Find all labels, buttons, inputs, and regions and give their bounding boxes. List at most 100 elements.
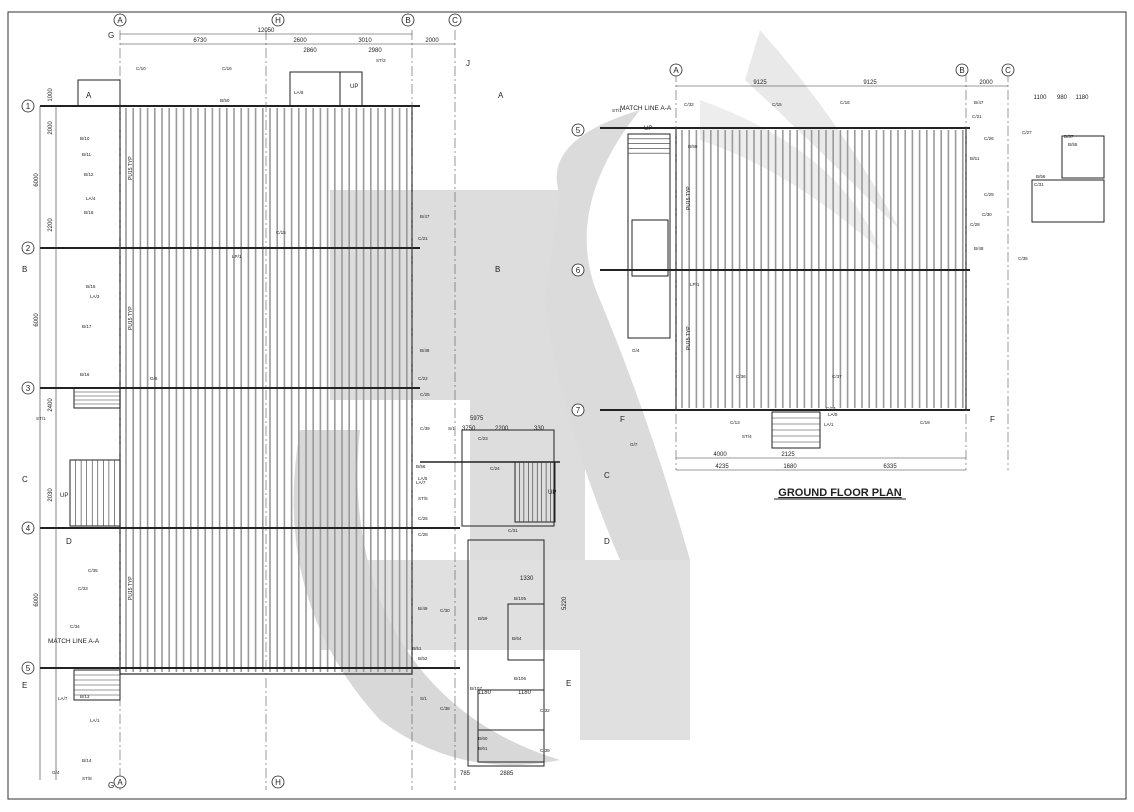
bottom-label-10: B/61 [478, 746, 488, 751]
typical-note-2: PU15 TYP [128, 306, 134, 330]
bottom-dim-1: 5975 [470, 416, 484, 422]
right-label-24: ST/4 [742, 434, 752, 439]
bottom-up-label: UP [548, 490, 556, 496]
bottom-stair-treads [519, 462, 551, 522]
section-mark-a-right: A [498, 91, 504, 100]
section-mark-j: J [466, 59, 470, 68]
grid-bubble-top-b: B [401, 13, 415, 27]
left-vdim-3: 6000 [34, 173, 40, 187]
right-bubble-row-6: 6 [571, 263, 585, 277]
right-typical-note-1: PU15 TYP [686, 186, 692, 210]
grid-bubble-row-4: 4 [21, 521, 35, 535]
left-vdim-4: 2200 [48, 218, 54, 232]
right-section-mark-f-right: F [990, 415, 995, 424]
left-label-22: B/14 [82, 758, 92, 763]
left-label-18: B/10 [80, 136, 90, 141]
left-plan: A H B C A H 1 2 3 4 5 12050 6730 2600 30… [21, 13, 504, 790]
grid-bubble-top-a-text: A [117, 16, 123, 25]
bottom-dim-8: 1180 [518, 690, 532, 696]
right-label-18: B/57 [1064, 134, 1074, 139]
right-stair-treads [628, 138, 820, 443]
grid-bubble-top-a: A [113, 13, 127, 27]
right-label-26: G/7 [630, 442, 638, 447]
right-section-mark-f-left: F [620, 415, 625, 424]
grid-bubble-top-c: C [448, 13, 462, 27]
grid-bubble-bottom-a: A [113, 775, 127, 789]
right-bubble-row-5: 5 [571, 123, 585, 137]
bottom-member-labels: C/23C/24C/30C/31C/32C/38C/39B/56B/59B/60… [416, 426, 550, 753]
right-label-23: ST/1 [612, 108, 622, 113]
left-label-34: ST/1 [36, 416, 46, 421]
grid-bubble-top-h-text: H [275, 16, 281, 25]
section-mark-g-top: G [108, 31, 114, 40]
bottom-plan-room-2 [477, 689, 545, 731]
right-typical-note-2: PU15 TYP [686, 326, 692, 350]
left-label-26: B/18 [84, 210, 94, 215]
left-label-11: C/39 [420, 426, 430, 431]
right-bubble-b: B [955, 63, 969, 77]
left-label-1: C/16 [222, 66, 232, 71]
bottom-section-mark-c: C [604, 471, 610, 480]
left-label-38: G/4 [52, 770, 60, 775]
left-dim-4: 2000 [425, 38, 439, 44]
bottom-plan-room-1 [507, 603, 545, 661]
bottom-label-9: B/60 [478, 736, 488, 741]
left-vdim-7: 2030 [48, 488, 54, 502]
bottom-label-16: S/1 [448, 426, 455, 431]
right-dim-1: 9125 [753, 80, 767, 86]
left-label-4: C/22 [418, 376, 428, 381]
left-dim-2: 2600 [293, 38, 307, 44]
right-label-17: B/56 [1036, 174, 1046, 179]
drawing-title: GROUND FLOOR PLAN [778, 487, 901, 499]
grid-bubble-row-5: 5 [21, 661, 35, 675]
bottom-dim-6: 1330 [520, 576, 534, 582]
left-label-14: B/52 [418, 656, 428, 661]
left-label-0: C/10 [136, 66, 146, 71]
bottom-label-3: C/31 [508, 528, 518, 533]
grid-bubble-bottom-a-text: A [117, 778, 123, 787]
bottom-label-8: B/59 [478, 616, 488, 621]
grid-bubble-row-3: 3 [21, 381, 35, 395]
right-label-25: G/4 [632, 348, 640, 353]
grid-bubble-row-3-text: 3 [26, 384, 31, 393]
right-label-8: C/30 [982, 212, 992, 217]
left-label-17: B/49 [418, 606, 428, 611]
bottom-dim-4: 330 [534, 426, 545, 432]
right-bubble-a-text: A [673, 66, 679, 75]
left-label-19: B/11 [82, 152, 92, 157]
bottom-dim-3: 2200 [495, 426, 509, 432]
grid-bubble-top-h: H [271, 13, 285, 27]
bottom-label-2: C/30 [440, 608, 450, 613]
section-mark-b-right: B [495, 265, 500, 274]
left-label-16: B/48 [420, 348, 430, 353]
right-bubble-row-6-text: 6 [576, 266, 581, 275]
bottom-label-7: B/56 [416, 464, 426, 469]
right-label-12: C/37 [832, 374, 842, 379]
left-label-31: LA/5 [418, 476, 428, 481]
grid-bubble-bottom-h: H [271, 775, 285, 789]
left-label-30: LA/4 [86, 196, 96, 201]
left-label-33: LA/7 [58, 696, 68, 701]
bottom-dim-5: 5220 [562, 596, 568, 610]
right-bdim-1: 4000 [713, 452, 727, 458]
right-bubble-row-7: 7 [571, 403, 585, 417]
bottom-section-mark-e: E [566, 679, 571, 688]
left-vdim-5: 6000 [34, 313, 40, 327]
left-label-15: B/47 [420, 214, 430, 219]
bottom-label-5: C/38 [440, 706, 450, 711]
right-label-21: LA/1 [824, 422, 834, 427]
section-mark-e-left: E [22, 681, 27, 690]
bottom-label-1: C/24 [490, 466, 500, 471]
left-dim-3: 3010 [358, 38, 372, 44]
bottom-plan: 5975 3750 2200 330 5220 1330 1180 1180 2… [416, 416, 610, 777]
bottom-label-6: C/39 [540, 748, 550, 753]
typical-note-1: PU15 TYP [128, 156, 134, 180]
left-label-35: ST/2 [376, 58, 386, 63]
right-label-2: C/16 [840, 100, 850, 105]
left-label-8: C/33 [78, 586, 88, 591]
grid-bubble-row-5-text: 5 [26, 664, 31, 673]
right-label-9: C/31 [1034, 182, 1044, 187]
